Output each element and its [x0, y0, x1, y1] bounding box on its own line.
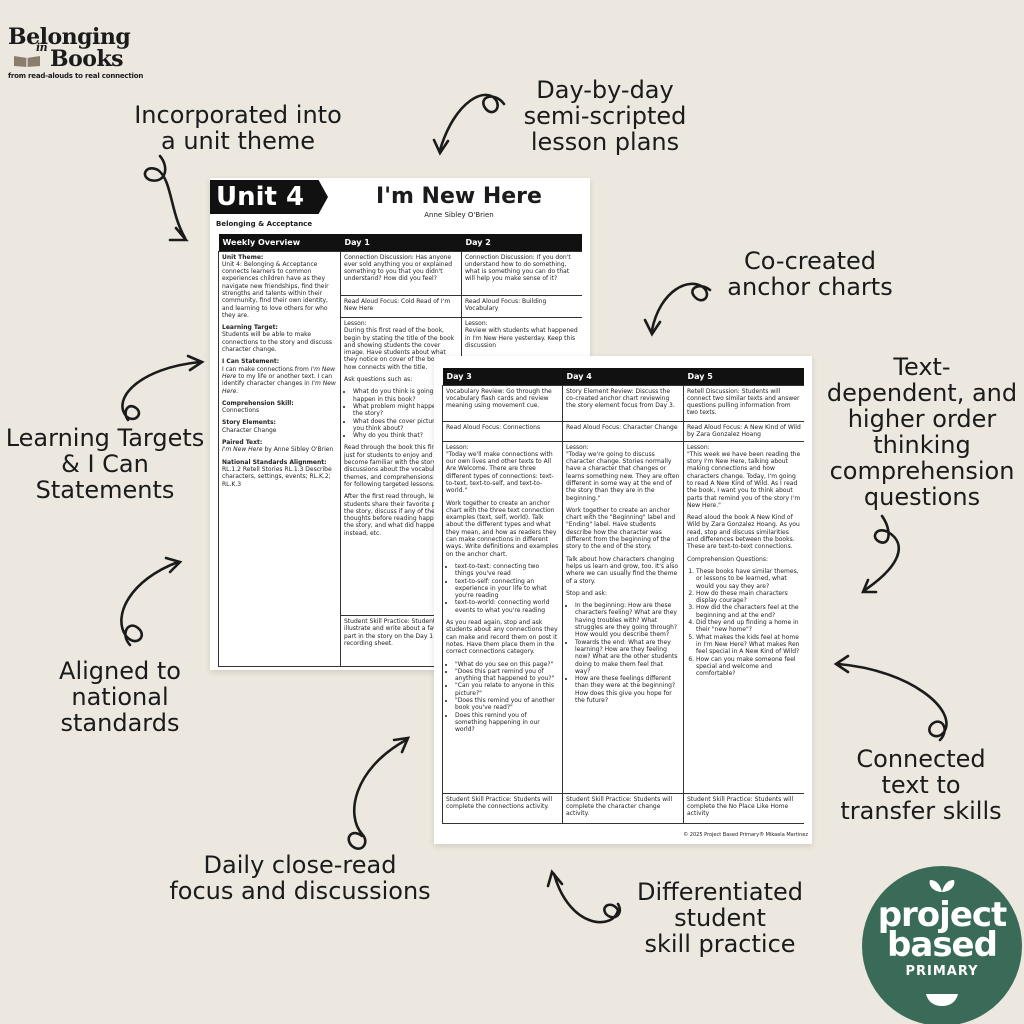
arrow-icon	[143, 154, 187, 240]
day3-connection: Vocabulary Review: Go through the vocabu…	[442, 384, 563, 422]
label-close-read: Daily close-read focus and discussions	[169, 851, 431, 905]
unit-subtitle: Belonging & Acceptance	[216, 220, 313, 228]
header-day-4: Day 4	[562, 368, 684, 385]
day5-practice: Student Skill Practice: Students will co…	[683, 792, 804, 824]
arrow-icon	[121, 360, 202, 422]
logo-sub: PRIMARY	[905, 964, 979, 979]
day3-lesson: Lesson:"Today we'll make connections wit…	[442, 440, 563, 794]
label-text-dependent: Text- dependent, and higher order thinki…	[826, 353, 1018, 511]
label-day-by-day: Day-by-day semi-scripted lesson plans	[523, 76, 687, 156]
overview-cell: Unit Theme:Unit 4: Belonging & Acceptanc…	[218, 250, 341, 667]
day5-connection: Retell Discussion: Students will connect…	[683, 384, 804, 422]
arrow-icon	[650, 282, 712, 332]
header-day-5: Day 5	[683, 368, 804, 385]
label-standards: Aligned to national standards	[59, 657, 181, 737]
header-weekly-overview: Weekly Overview	[218, 234, 341, 251]
header-day-2: Day 2	[461, 234, 582, 251]
book-icon	[12, 50, 42, 72]
day4-practice: Student Skill Practice: Students will co…	[562, 792, 684, 824]
label-unit-theme: Incorporated into a unit theme	[134, 101, 342, 155]
day3-focus: Read Aloud Focus: Connections	[442, 420, 563, 442]
day2-focus: Read Aloud Focus: Building Vocabulary	[461, 294, 582, 318]
label-connected-text: Connected text to transfer skills	[840, 745, 1002, 825]
bowl-icon	[926, 994, 958, 1006]
day4-lesson: Lesson:"Today we're going to discuss cha…	[562, 440, 684, 794]
brand-logo: Belonging in Books from read-alouds to r…	[8, 26, 143, 80]
unit-tab: Unit 4	[210, 180, 328, 214]
brand-in: in	[36, 41, 48, 54]
book-author: Anne Sibley O'Brien	[424, 211, 494, 219]
day2-connection: Connection Discussion: If you don't unde…	[461, 250, 582, 296]
label-learning-targets: Learning Targets & I Can Statements	[5, 424, 205, 504]
arrow-icon	[863, 514, 900, 592]
logo-line1: project	[877, 895, 1008, 935]
arrow-icon	[347, 738, 408, 850]
header-day-1: Day 1	[340, 234, 462, 251]
days-table: Day 3 Day 4 Day 5 Vocabulary Review: Go …	[442, 368, 804, 828]
arrow-icon	[120, 560, 180, 647]
label-anchor-charts: Co-created anchor charts	[727, 247, 893, 301]
day1-connection: Connection Discussion: Has anyone ever s…	[340, 250, 462, 296]
logo-line2: based	[887, 925, 998, 965]
day5-lesson: Lesson:"This week we have been reading t…	[683, 440, 804, 794]
arrow-icon	[552, 872, 622, 924]
arrow-icon	[836, 662, 948, 742]
copyright: © 2025 Project Based Primary® Mikaela Ma…	[683, 832, 808, 838]
label-differentiated: Differentiated student skill practice	[637, 878, 803, 958]
project-based-primary-logo: project based PRIMARY	[862, 866, 1022, 1024]
brand-line2: Books	[50, 46, 124, 72]
brand-line1: Belonging	[8, 24, 131, 50]
brand-tagline: from read-alouds to real connection	[8, 72, 144, 80]
day1-focus: Read Aloud Focus: Cold Read of I'm New H…	[340, 294, 462, 318]
header-day-3: Day 3	[442, 368, 563, 385]
day5-focus: Read Aloud Focus: A New Kind of Wild by …	[683, 420, 804, 442]
day3-practice: Student Skill Practice: Students will co…	[442, 792, 563, 824]
leaf-icon	[929, 880, 955, 892]
book-title: I'm New Here	[376, 184, 542, 209]
day4-connection: Story Element Review: Discuss the co-cre…	[562, 384, 684, 422]
arrow-icon	[438, 93, 506, 152]
day4-focus: Read Aloud Focus: Character Change	[562, 420, 684, 442]
